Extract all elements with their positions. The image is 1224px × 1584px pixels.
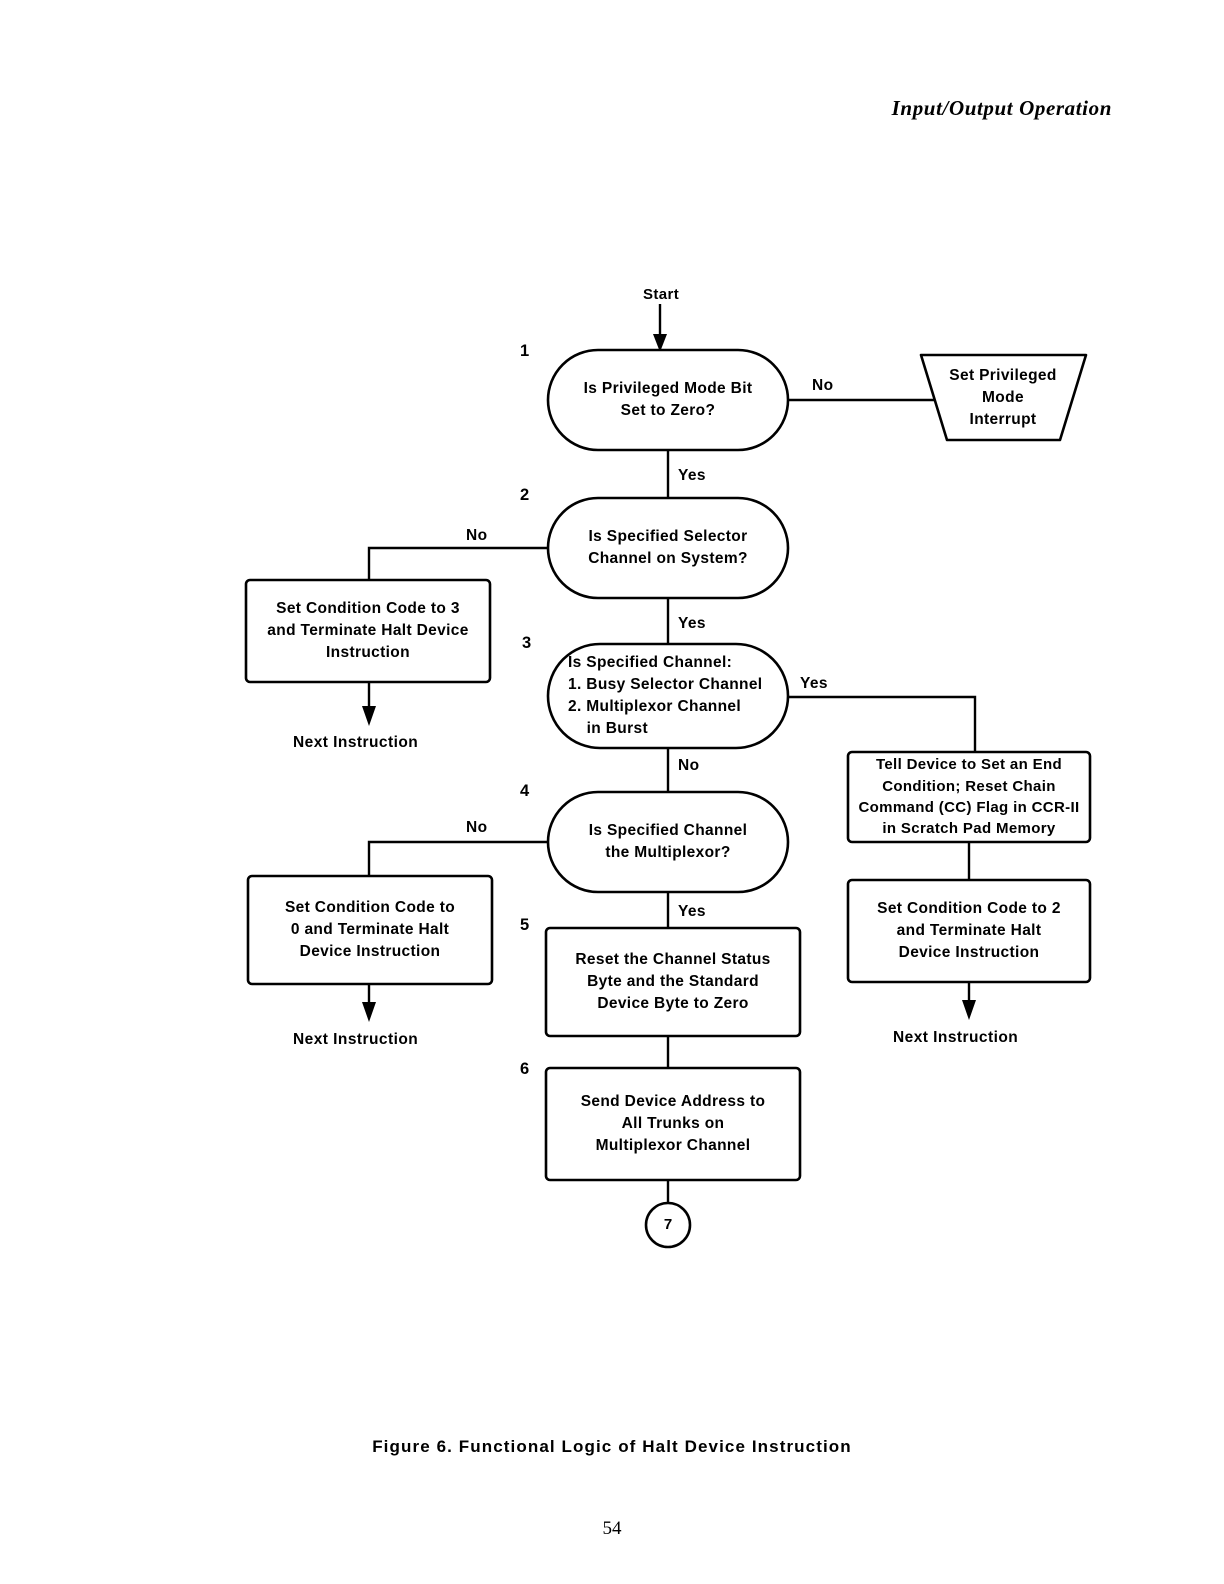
edge-label-d2-yes: Yes (678, 615, 706, 632)
node-t1-shape (919, 353, 1088, 442)
terminal-next-instruction-right: Next Instruction (893, 1029, 1019, 1046)
step-number-4: 4 (520, 782, 530, 800)
node-d4-shape (546, 790, 790, 894)
node-d3-shape (546, 642, 790, 750)
step-number-3: 3 (522, 634, 532, 652)
terminal-next-instruction-left-top: Next Instruction (293, 734, 419, 751)
page-number: 54 (602, 1518, 622, 1539)
connector-7-label: 7 (663, 1216, 673, 1233)
node-p-cc2-shape (846, 878, 1092, 984)
node-p-cc0-shape (246, 874, 494, 986)
edge-label-d2-no: No (466, 527, 488, 544)
edge-label-d1-no: No (812, 377, 834, 394)
node-p5-shape (544, 926, 802, 1038)
edge-d4-no (367, 840, 548, 876)
step-number-6: 6 (520, 1060, 530, 1078)
edge-label-d4-yes: Yes (678, 903, 706, 920)
node-c7-shape (644, 1201, 692, 1249)
edge-cc3-next (362, 682, 376, 726)
edge-label-d1-yes: Yes (678, 467, 706, 484)
node-p-cc3-shape (244, 578, 492, 684)
edge-d3-yes (788, 695, 977, 752)
running-head: Input/Output Operation (891, 96, 1112, 120)
node-p6-shape (544, 1066, 802, 1182)
step-number-2: 2 (520, 486, 530, 504)
edge-d2-no (367, 546, 548, 580)
edge-label-d3-no: No (678, 757, 700, 774)
edge-label-d3-yes: Yes (800, 675, 828, 692)
edge-cc0-next (362, 984, 376, 1022)
edge-label-d4-no: No (466, 819, 488, 836)
figure-caption: Figure 6. Functional Logic of Halt Devic… (372, 1437, 852, 1456)
node-d1-shape (546, 348, 790, 452)
edge-cc2-next (962, 982, 976, 1020)
edge-start-to-d1 (653, 304, 667, 352)
start-label: Start (643, 286, 680, 303)
node-d2-shape (546, 496, 790, 600)
step-number-1: 1 (520, 342, 530, 360)
terminal-next-instruction-left-bottom: Next Instruction (293, 1031, 419, 1048)
step-number-5: 5 (520, 916, 530, 934)
node-p-tell-shape (846, 750, 1092, 844)
